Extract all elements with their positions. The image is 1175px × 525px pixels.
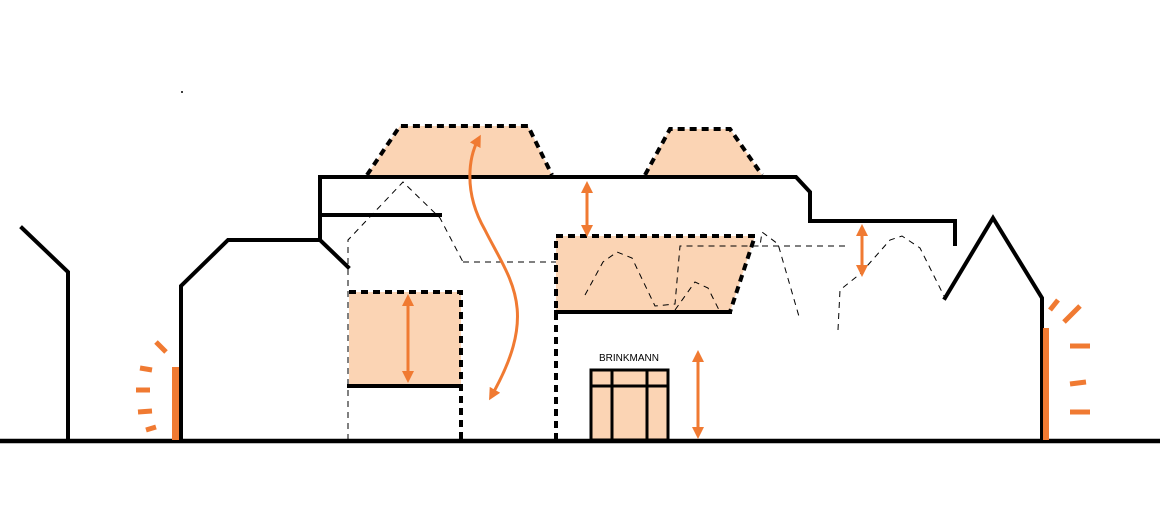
zigzag-contour-3 (837, 235, 946, 331)
dashed-outlines (349, 124, 764, 440)
gable-left-contour (347, 181, 464, 440)
left-tick-1 (154, 340, 168, 354)
roof-volume-left-outline (365, 124, 554, 177)
stray-dot (181, 91, 183, 93)
left-marker-bar (172, 367, 179, 440)
entrance-door-fill (591, 370, 668, 440)
right-marker-bar (1043, 328, 1049, 440)
canopy-outline (554, 234, 758, 440)
entrance-door-frame (589, 368, 670, 442)
arrow-vertical-flow (468, 134, 519, 401)
roof-volume-right-outline (643, 127, 764, 177)
inserted-floor-volume (349, 292, 461, 386)
accent-arrows (402, 134, 868, 439)
canopy-volume (556, 236, 755, 312)
solid-outlines (0, 175, 1160, 444)
left-building (179, 238, 351, 442)
inserted-floor-outline (349, 290, 463, 440)
right-tick-4 (1069, 379, 1087, 387)
zigzag-contour (584, 231, 801, 321)
left-tick-4 (137, 408, 153, 415)
roof-volume-right (645, 129, 762, 175)
side-markers (136, 298, 1090, 440)
roof-volume-left (367, 126, 552, 175)
left-tick-2 (139, 365, 153, 373)
right-tick-2 (1062, 304, 1082, 324)
far-left-building (19, 225, 70, 442)
main-roofline (318, 175, 957, 246)
shop-sign: BRINKMANN (599, 353, 659, 364)
left-tick-5 (145, 424, 157, 433)
right-tick-1 (1048, 298, 1060, 312)
right-gable-building (942, 214, 1044, 442)
entrance-door: BRINKMANN (589, 353, 670, 442)
